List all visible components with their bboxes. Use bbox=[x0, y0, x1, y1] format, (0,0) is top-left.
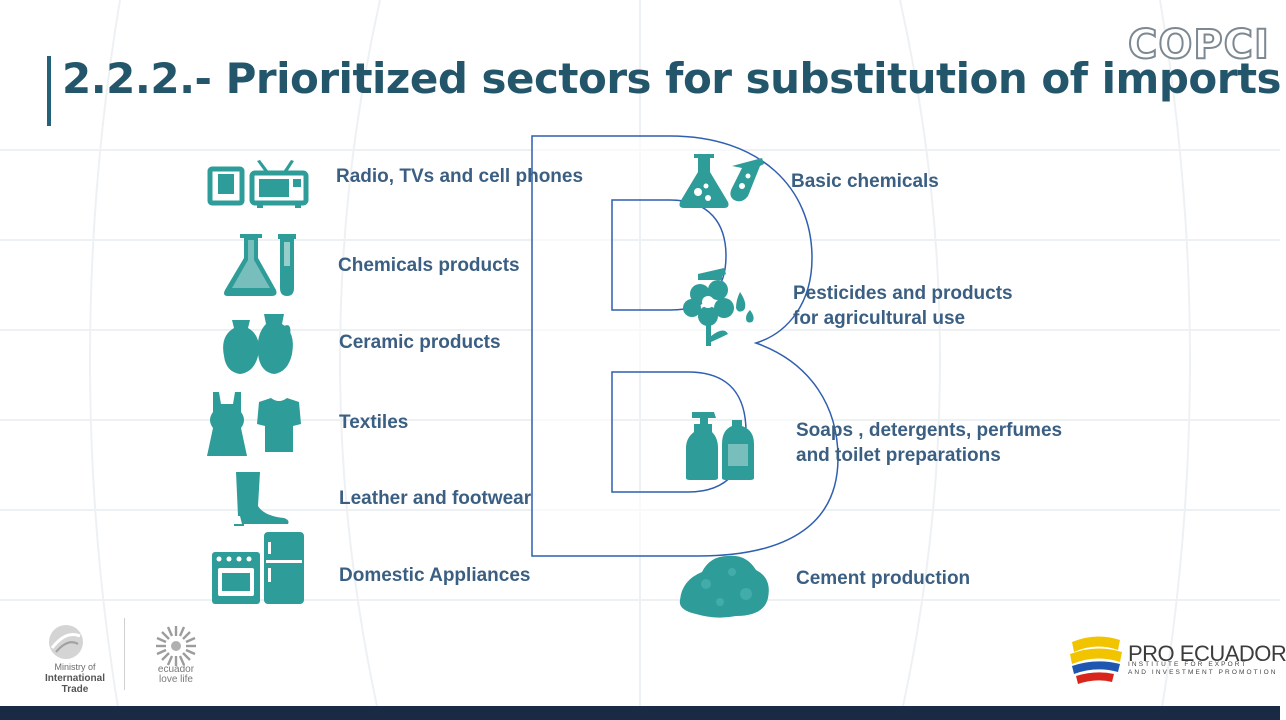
sector-label-leather: Leather and footwear bbox=[339, 488, 532, 509]
page-title: 2.2.2.- Prioritized sectors for substitu… bbox=[62, 54, 1282, 103]
copci-logo: COPCI bbox=[1127, 21, 1270, 69]
pro-ecuador-subtitle: INSTITUTE FOR EXPORT AND INVESTMENT PROM… bbox=[1128, 661, 1278, 677]
sector-label-pesticides: Pesticides and products for agricultural… bbox=[793, 281, 1013, 331]
sector-label-line: Cement production bbox=[796, 568, 971, 589]
clothes-icon bbox=[207, 392, 301, 456]
ministry-logo-text: Ministry of International Trade bbox=[40, 662, 110, 695]
boot-icon bbox=[234, 472, 289, 526]
vases-icon bbox=[223, 314, 293, 374]
footer-bar bbox=[0, 706, 1280, 720]
ministry-logo-icon bbox=[49, 625, 83, 659]
pro-ecuador-name: PRO ECUADOR bbox=[1128, 641, 1286, 666]
pro-sub-line1: INSTITUTE FOR EXPORT bbox=[1128, 661, 1248, 668]
footer-divider bbox=[124, 618, 125, 690]
lab-glassware-icon bbox=[224, 234, 296, 296]
appliances-icon bbox=[212, 532, 304, 604]
sector-label-chemicals-products: Chemicals products bbox=[338, 255, 520, 276]
flask-icon bbox=[679, 154, 764, 208]
sector-label-line: Soaps , detergents, perfumes bbox=[796, 420, 1063, 441]
spray-bottles-icon bbox=[686, 412, 754, 480]
ministry-line1: Ministry of bbox=[54, 662, 96, 672]
tv-icon bbox=[207, 160, 309, 208]
sector-label-line: Pesticides and products bbox=[793, 283, 1013, 304]
pro-ecuador-logo-icon bbox=[1070, 636, 1122, 684]
sector-label-appliances: Domestic Appliances bbox=[339, 565, 531, 586]
pro-sub-line2: AND INVESTMENT PROMOTION bbox=[1128, 669, 1278, 676]
sector-label-cement: Cement production bbox=[796, 566, 970, 591]
sector-label-basic-chemicals: Basic chemicals bbox=[791, 169, 939, 194]
ministry-line2: International Trade bbox=[44, 673, 105, 695]
sector-label-textiles: Textiles bbox=[339, 412, 409, 433]
ecuador-sun-logo-icon bbox=[156, 626, 196, 666]
cement-pile-icon bbox=[679, 555, 769, 618]
ecuador-line1: ecuador bbox=[157, 664, 195, 675]
sector-label-line: Basic chemicals bbox=[791, 171, 939, 192]
sector-label-line: and toilet preparations bbox=[796, 445, 1001, 466]
ecuador-line2: love life bbox=[159, 674, 193, 685]
sector-label-line: for agricultural use bbox=[793, 308, 966, 329]
title-accent-bar bbox=[47, 56, 51, 126]
sector-label-soaps: Soaps , detergents, perfumes and toilet … bbox=[796, 418, 1062, 468]
sector-label-ceramic: Ceramic products bbox=[339, 332, 501, 353]
ecuador-logo-text: ecuador love life bbox=[150, 665, 202, 685]
flower-testtube-icon bbox=[683, 268, 754, 346]
sector-label-radio-tv: Radio, TVs and cell phones bbox=[336, 166, 584, 187]
